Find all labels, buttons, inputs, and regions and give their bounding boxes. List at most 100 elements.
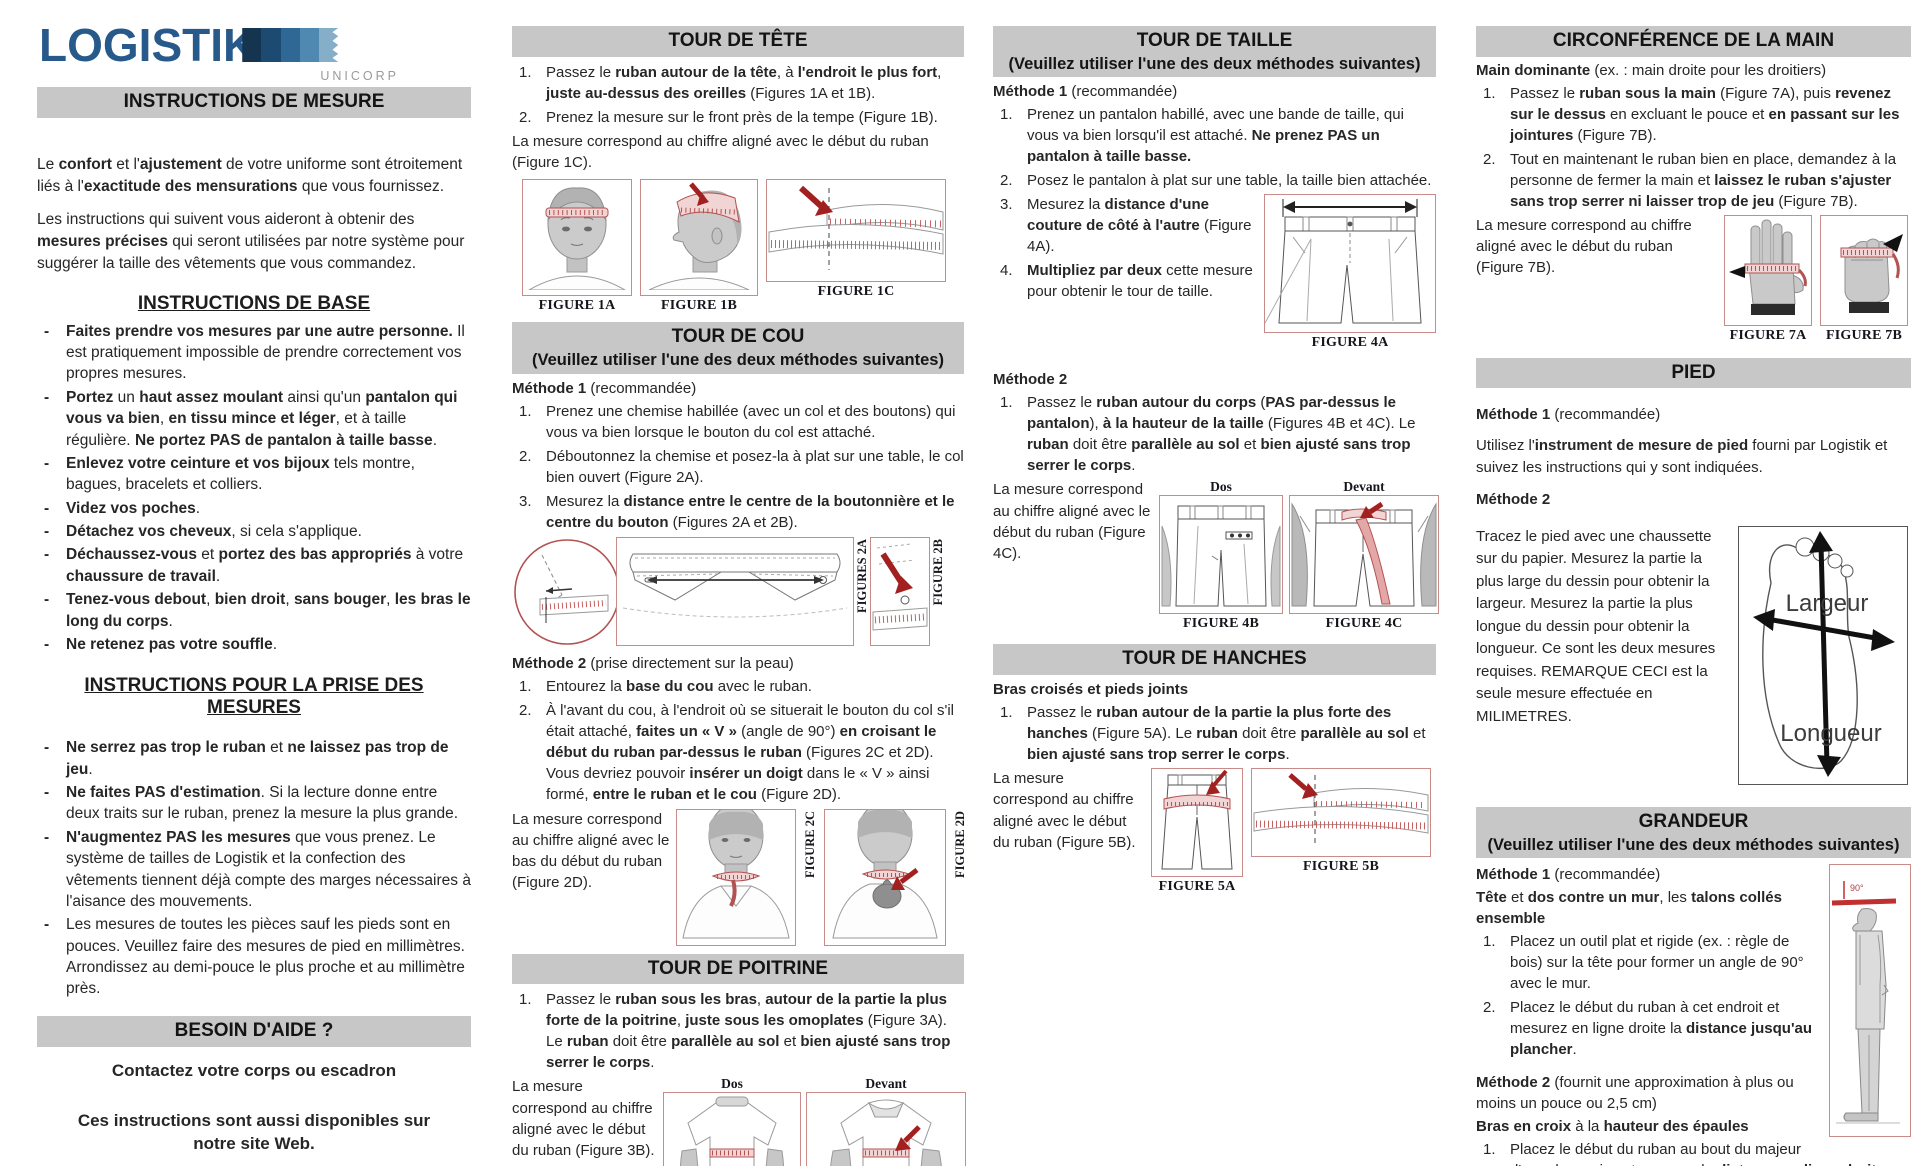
tete-figures-row: FIGURE 1A bbox=[512, 179, 964, 314]
main-note: La mesure correspond au chiffre aligné a… bbox=[1476, 216, 1692, 277]
list-item: Placez le début du ruban au bout du maje… bbox=[1483, 1139, 1885, 1166]
list-item: Ne faites PAS d'estimation. Si la lectur… bbox=[37, 782, 471, 825]
grandeur-methode1-lead: Tête et dos contre un mur, les talons co… bbox=[1476, 889, 1782, 928]
figure-4c-box bbox=[1289, 495, 1439, 615]
buttonhole-closeup-illustration bbox=[872, 543, 927, 631]
figure-5a-block: FIGURE 5A bbox=[1151, 768, 1243, 895]
column-tete-cou-poitrine: TOUR DE TÊTE Passez le ruban autour de l… bbox=[512, 14, 967, 1166]
figure-7a-block: FIGURE 7A bbox=[1724, 214, 1812, 344]
taille-header-subtitle: (Veuillez utiliser l'une des deux méthod… bbox=[1008, 54, 1421, 73]
main-steps-list: Passez le ruban sous la main (Figure 7A)… bbox=[1476, 83, 1911, 212]
tape-closeup-illustration bbox=[1253, 773, 1429, 845]
figure-3a-box bbox=[663, 1092, 801, 1166]
list-item: Passez le ruban autour de la tête, à l'e… bbox=[519, 62, 942, 102]
list-item: Prenez la mesure sur le front près de la… bbox=[519, 107, 938, 128]
neck-tape-illustration bbox=[682, 803, 790, 939]
list-item: Mesurez la distance d'une couture de côt… bbox=[1000, 194, 1252, 256]
list-item: Passez le ruban autour du corps (PAS par… bbox=[1000, 392, 1416, 475]
list-item: Enlevez votre ceinture et vos bijoux tel… bbox=[37, 453, 471, 496]
figure-3a-block: Dos FIGURE 3A bbox=[663, 1076, 801, 1166]
list-item: Prenez un pantalon habillé, avec une ban… bbox=[1000, 104, 1404, 166]
pied-methode1-text: Utilisez l'instrument de mesure de pied … bbox=[1476, 437, 1888, 476]
cou-methode2-list: Entourez la base du cou avec le ruban.À … bbox=[512, 676, 964, 805]
foot-outline-illustration: Largeur Longueur bbox=[1753, 530, 1895, 777]
cuff bbox=[1751, 303, 1795, 315]
figure-3b-box bbox=[806, 1092, 966, 1166]
foot-width-label: Largeur bbox=[1786, 590, 1869, 617]
list-item: Tout en maintenant le ruban bien en plac… bbox=[1483, 149, 1897, 210]
figure-4b-block: Dos FIGURE 4B bbox=[1159, 479, 1283, 632]
section-header-instructions-mesure: INSTRUCTIONS DE MESURE bbox=[37, 87, 471, 118]
taille-methode2-list: Passez le ruban autour du corps (PAS par… bbox=[993, 392, 1436, 476]
figure-4c-devant-label: Devant bbox=[1343, 479, 1385, 495]
cou-figures-2cd-row: La mesure correspond au chiffre aligné a… bbox=[512, 801, 967, 946]
section-header-besoin-aide: BESOIN D'AIDE ? bbox=[37, 1015, 471, 1047]
tape-band bbox=[545, 207, 609, 218]
red-arrow-icon bbox=[879, 551, 913, 594]
main-lead: Main dominante (ex. : main droite pour l… bbox=[1476, 61, 1827, 79]
figure-1b-box bbox=[640, 179, 758, 297]
tape-band bbox=[676, 192, 740, 224]
figure-4b-dos-label: Dos bbox=[1210, 479, 1232, 495]
hanches-figures-row: La mesure correspond au chiffre aligné a… bbox=[993, 768, 1436, 895]
list-item: Ne serrez pas trop le ruban et ne laisse… bbox=[37, 737, 471, 780]
help-web-line: Ces instructions sont aussi disponibles … bbox=[77, 1110, 431, 1154]
figure-2a-rotated-label: FIGURES 2A bbox=[855, 538, 869, 613]
shirt-front-illustration bbox=[830, 1099, 942, 1166]
height-mark-line bbox=[1831, 898, 1897, 906]
tape-band bbox=[711, 871, 761, 882]
grandeur-methode2-list: Placez le début du ruban au bout du maje… bbox=[1476, 1139, 1911, 1166]
collar-flat-illustration bbox=[622, 553, 848, 618]
figure-7b-caption: FIGURE 7B bbox=[1825, 327, 1903, 343]
angle-label: 90° bbox=[1850, 883, 1864, 893]
section-header-tour-de-hanches: TOUR DE HANCHES bbox=[993, 644, 1436, 675]
list-item: Détachez vos cheveux, si cela s'applique… bbox=[37, 521, 471, 543]
pied-methode2-text: Tracez le pied avec une chaussette sur d… bbox=[1476, 527, 1716, 725]
prise-instructions-list: Ne serrez pas trop le ruban et ne laisse… bbox=[37, 737, 471, 1000]
figure-2d-rotated-label: FIGURE 2D bbox=[952, 810, 967, 878]
figure-1a-block: FIGURE 1A bbox=[522, 179, 632, 314]
hanches-steps-list: Passez le ruban autour de la partie la p… bbox=[993, 702, 1436, 765]
figure-7b-block: FIGURE 7B bbox=[1820, 214, 1908, 344]
taille-methode2-label: Méthode 2 bbox=[993, 371, 1068, 389]
tape-hanging-end bbox=[1355, 517, 1391, 605]
poitrine-figures-row: La mesure correspond au chiffre aligné a… bbox=[512, 1076, 966, 1166]
heading-instructions-de-base: INSTRUCTIONS DE BASE bbox=[137, 292, 371, 314]
figure-7a-box bbox=[1724, 214, 1812, 326]
section-header-tour-de-poitrine: TOUR DE POITRINE bbox=[512, 953, 964, 985]
length-arrow bbox=[1809, 530, 1841, 777]
tete-steps-list: Passez le ruban autour de la tête, à l'e… bbox=[512, 62, 964, 128]
figure-1c-block: FIGURE 1C bbox=[766, 179, 946, 300]
figure-5b-block: FIGURE 5B bbox=[1251, 768, 1431, 875]
cou-header-subtitle: (Veuillez utiliser l'une des deux méthod… bbox=[532, 350, 944, 369]
main-figures-row: La mesure correspond au chiffre aligné a… bbox=[1476, 214, 1911, 344]
pants-front-tape-illustration bbox=[1291, 502, 1437, 607]
figure-5b-caption: FIGURE 5B bbox=[1302, 859, 1380, 874]
logo-gradient-icon bbox=[242, 28, 339, 62]
logo-subtitle: UNICORP bbox=[320, 69, 399, 83]
taille-methode1-list-a: Prenez un pantalon habillé, avec une ban… bbox=[993, 104, 1436, 191]
red-arrow-icon bbox=[798, 186, 833, 217]
section-header-tour-de-cou: TOUR DE COU (Veuillez utiliser l'une des… bbox=[512, 322, 964, 374]
figure-1b-block: FIGURE 1B bbox=[640, 179, 758, 314]
list-item: N'augmentez PAS les mesures que vous pre… bbox=[37, 827, 471, 913]
figure-1c-caption: FIGURE 1C bbox=[817, 284, 895, 300]
figure-2b-rotated-label: FIGURE 2B bbox=[930, 538, 945, 605]
figure-4c-block: Devant bbox=[1289, 479, 1439, 632]
figure-1a-box bbox=[522, 179, 632, 297]
pied-methode2-label: Méthode 2 bbox=[1476, 490, 1551, 508]
cou-header-title: TOUR DE COU bbox=[671, 326, 805, 348]
figure-4b-box bbox=[1159, 495, 1283, 615]
cou-methode2-label: Méthode 2 (prise directement sur la peau… bbox=[512, 654, 794, 672]
logo-brand-text: LOGISTIK bbox=[39, 19, 257, 71]
red-arrow-icon bbox=[1288, 773, 1318, 799]
list-item: Mesurez la distance entre le centre de l… bbox=[519, 491, 955, 531]
section-header-pied: PIED bbox=[1476, 357, 1911, 389]
poitrine-steps-list: Passez le ruban sous les bras, autour de… bbox=[512, 989, 964, 1073]
figure-2b-box bbox=[869, 536, 930, 646]
figure-2c-rotated-label: FIGURE 2C bbox=[803, 810, 817, 878]
heading-instructions-prise-mesures: INSTRUCTIONS POUR LA PRISE DES MESURES bbox=[84, 675, 424, 719]
intro-paragraph-2: Les instructions qui suivent vous aidero… bbox=[37, 210, 465, 272]
list-item: Passez le ruban sous la main (Figure 7A)… bbox=[1483, 83, 1900, 144]
